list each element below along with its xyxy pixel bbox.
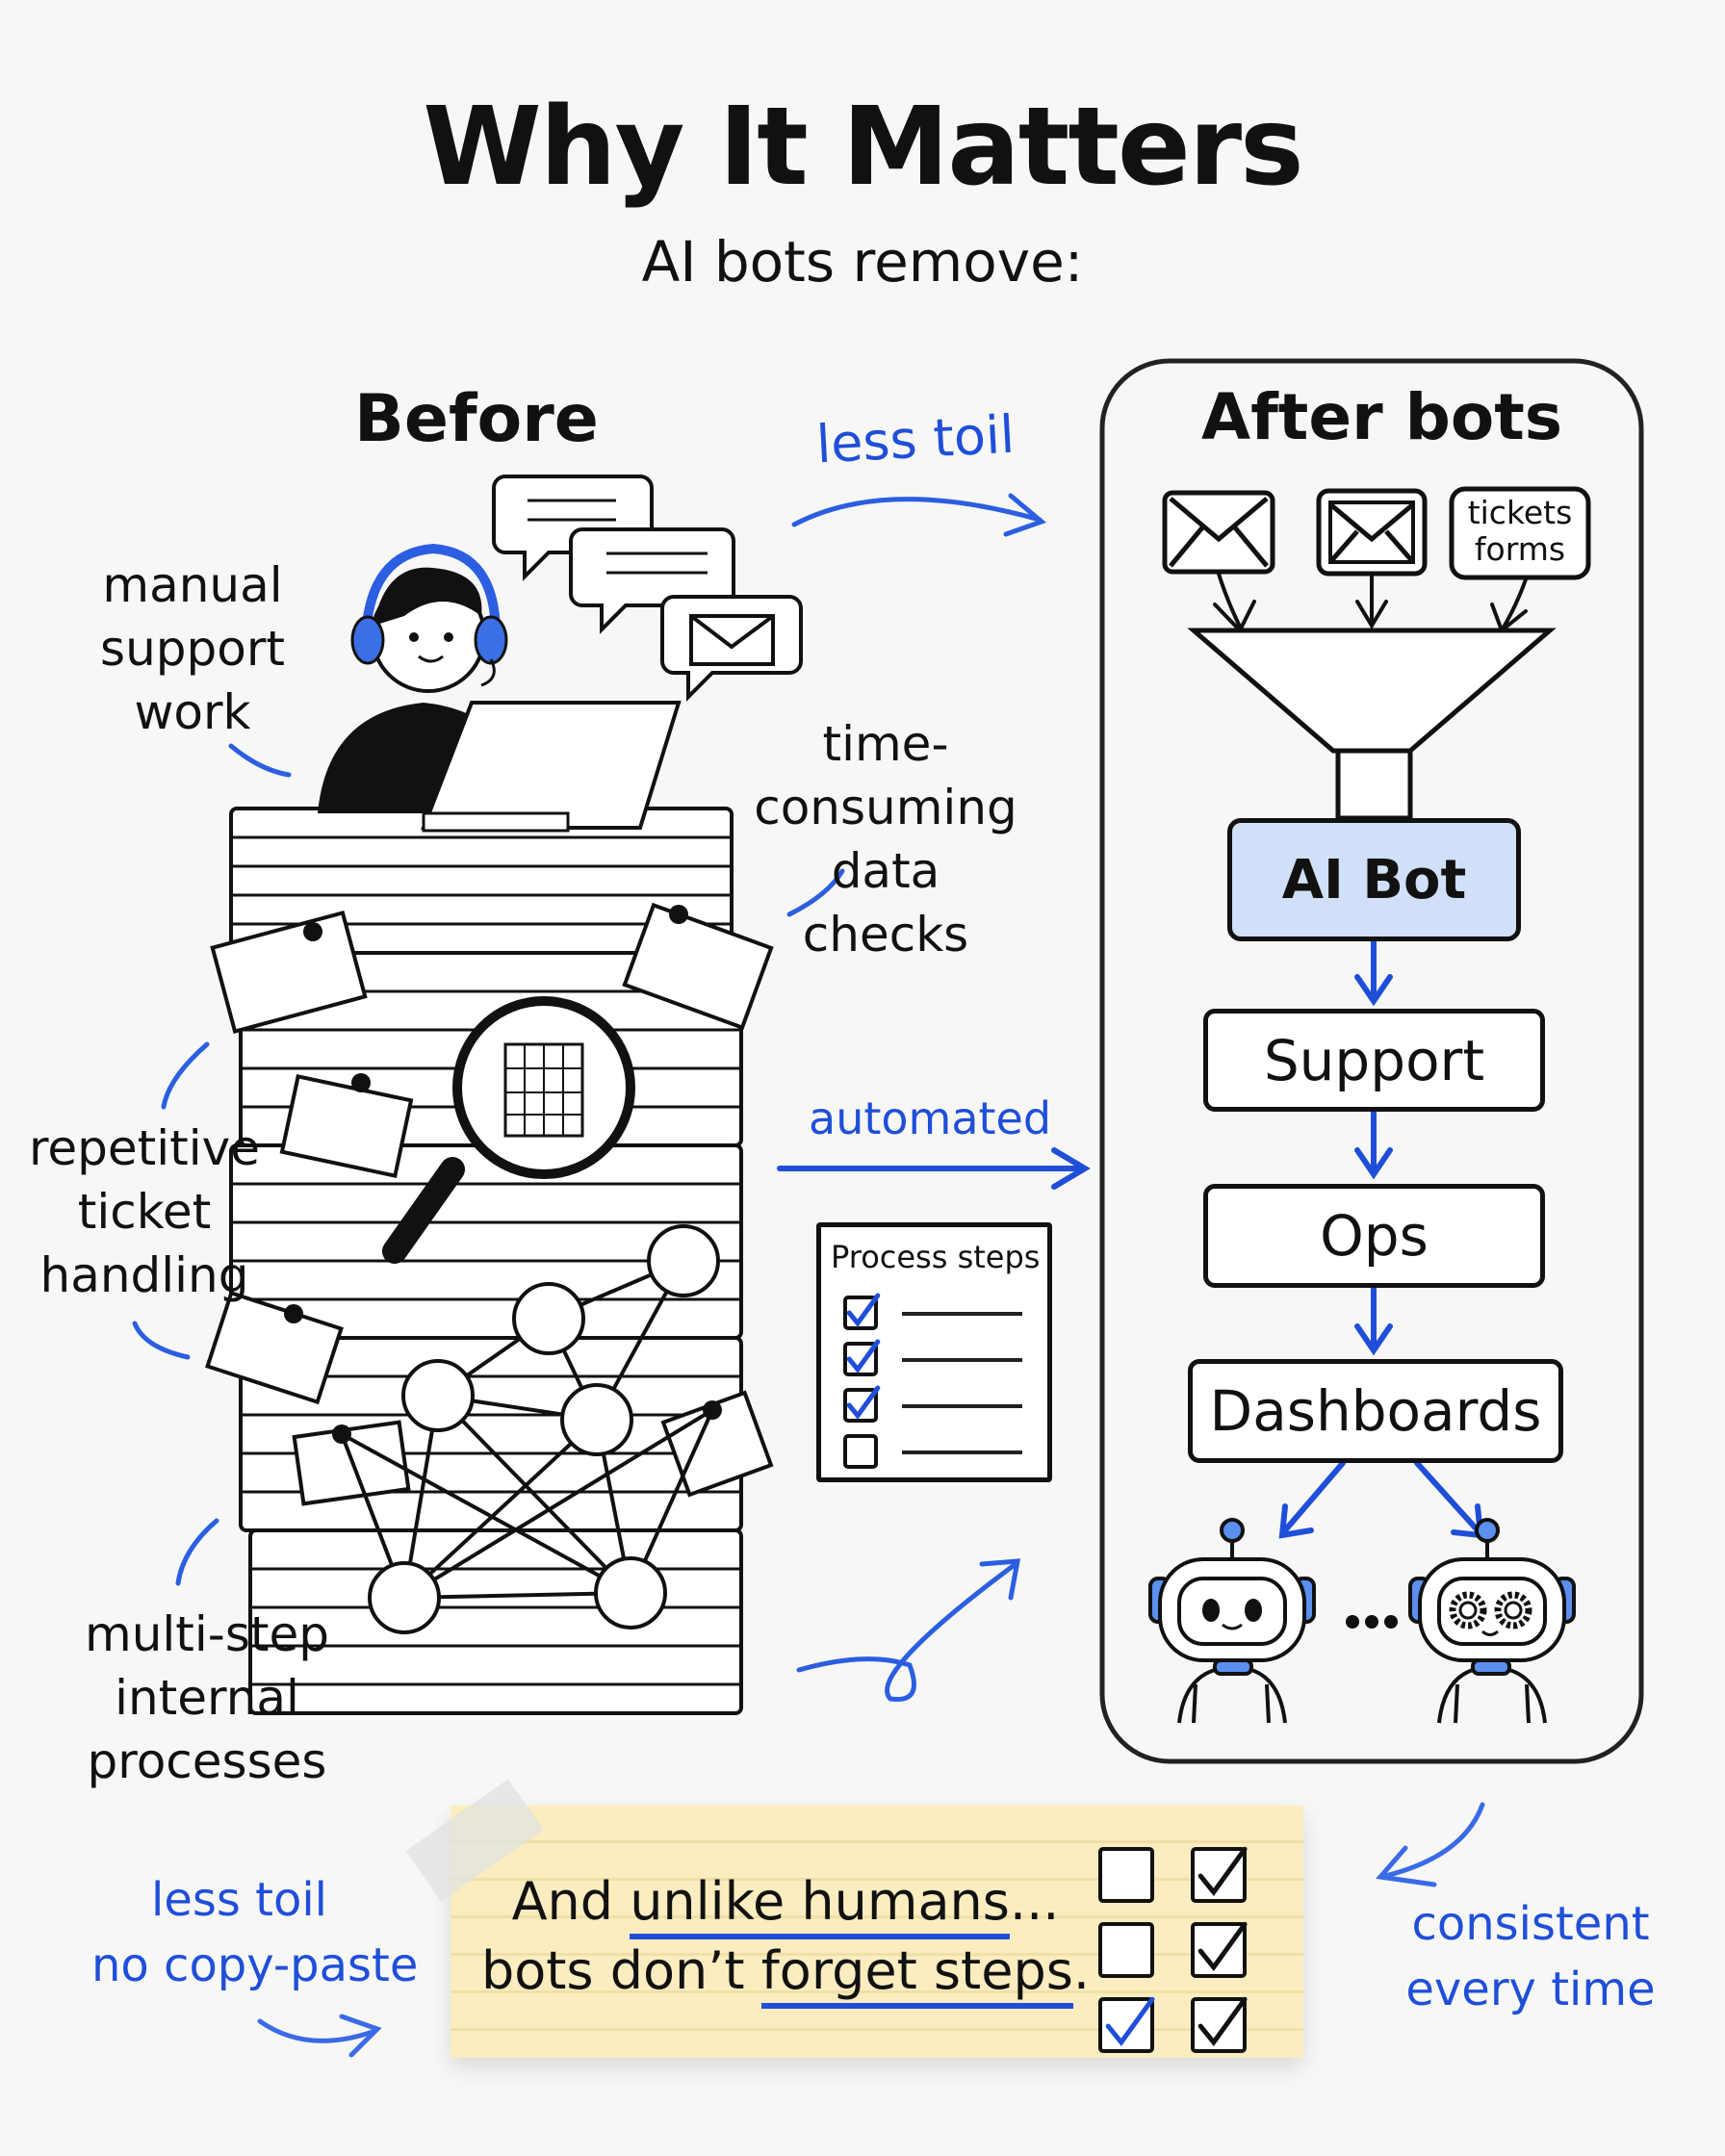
- robot-happy-icon: [1148, 1518, 1316, 1724]
- label-line: multi-step: [85, 1606, 329, 1662]
- checkbox-checked: [1191, 1846, 1248, 1903]
- label-line: support: [100, 621, 285, 677]
- checkbox-checked: [1191, 1921, 1248, 1978]
- loop-arrow-icon: [796, 1558, 1021, 1703]
- page-title: Why It Matters: [423, 85, 1303, 210]
- note-text: ...: [1009, 1871, 1060, 1932]
- checkbox-checked: [1098, 1996, 1155, 2053]
- side-note-line: less toil: [151, 1873, 327, 1927]
- after-panel: [1099, 358, 1644, 1764]
- sticky-note: [451, 1806, 1303, 2058]
- process-step-row: [842, 1383, 1022, 1429]
- note-text: .: [1072, 1940, 1091, 2001]
- label-manual-support-work: manual support work: [87, 553, 298, 744]
- process-step-row: [842, 1291, 1022, 1337]
- after-heading: After bots: [1201, 380, 1563, 454]
- label-repetitive-ticket-handling: repetitive ticket handling: [19, 1116, 270, 1307]
- envelope-icon: [689, 614, 775, 666]
- less-toil-arrow-icon: [791, 493, 1046, 537]
- note-line-2: bots don’t forget steps.: [477, 1937, 1094, 2009]
- process-step-row: [842, 1429, 1022, 1476]
- label-line: checks: [802, 907, 969, 962]
- side-note-line: no copy-paste: [91, 1938, 419, 1992]
- side-note-right: consistent every time: [1386, 1891, 1675, 2022]
- label-multistep-processes: multi-step internal processes: [72, 1603, 342, 1793]
- side-note-left: less toil no copy-paste: [91, 1867, 419, 1998]
- process-steps-card: Process steps: [816, 1222, 1052, 1482]
- note-text: And: [511, 1871, 631, 1932]
- note-underlined-text: unlike humans: [630, 1871, 1010, 1939]
- note-checkbox-row: [1097, 1993, 1249, 2068]
- flow-arrow-icon: [1278, 938, 1484, 1539]
- note-checkbox-row: [1097, 1918, 1249, 1993]
- label-line: tickets: [1467, 494, 1573, 531]
- sticky-note-text: And unlike humans... bots don’t forget s…: [477, 1867, 1094, 2009]
- checkbox-checked: [843, 1293, 881, 1330]
- step-line: [902, 1404, 1022, 1408]
- robot-gears-icon: [1408, 1518, 1576, 1724]
- page-subtitle: AI bots remove:: [641, 229, 1084, 295]
- automated-arrow-icon: [777, 1147, 1091, 1190]
- label-line: work: [134, 684, 251, 740]
- note-text: bots don’t: [480, 1940, 761, 2001]
- note-checkbox-row: [1097, 1843, 1249, 1918]
- checkbox-unchecked: [1098, 1922, 1154, 1978]
- support-agent-icon: [318, 543, 682, 833]
- process-step-row: [842, 1337, 1022, 1383]
- label-line: repetitive: [28, 1120, 261, 1176]
- checkbox-unchecked: [843, 1434, 878, 1469]
- flow-node-ops: Ops: [1203, 1184, 1545, 1288]
- automated-arrow-label: automated: [809, 1092, 1052, 1144]
- label-line: internal: [115, 1670, 299, 1726]
- side-note-line: every time: [1405, 1963, 1656, 2016]
- network-graph-icon: [340, 1224, 720, 1634]
- flow-node-support: Support: [1203, 1009, 1545, 1112]
- checkbox-checked: [843, 1385, 881, 1423]
- label-line: ticket: [77, 1184, 212, 1240]
- step-line: [902, 1312, 1022, 1316]
- checkbox-unchecked: [1098, 1847, 1154, 1903]
- funnel-icon: [1187, 628, 1557, 821]
- note-checkbox-grid: [1097, 1843, 1249, 2068]
- note-line-1: And unlike humans...: [477, 1867, 1094, 1939]
- process-steps-title: Process steps: [831, 1239, 1041, 1275]
- flow-node-ai-bot: AI Bot: [1227, 818, 1521, 941]
- flow-node-dashboards: Dashboards: [1188, 1359, 1563, 1463]
- tickets-forms-box: [1449, 486, 1591, 580]
- label-line: data: [831, 843, 940, 899]
- step-line: [902, 1358, 1022, 1362]
- ellipsis-dots: [1346, 1615, 1398, 1629]
- consistent-arrow-icon: [1376, 1802, 1485, 1887]
- before-heading: Before: [354, 381, 599, 457]
- label-line: time-consuming: [754, 716, 1017, 835]
- checkbox-checked: [1191, 1996, 1248, 2053]
- label-data-checks: time-consuming data checks: [693, 712, 1078, 966]
- label-line: handling: [39, 1247, 249, 1303]
- label-line: forms: [1474, 530, 1566, 568]
- less-toil-arrow-label: less toil: [814, 403, 1017, 475]
- input-arrow-icon: [1213, 572, 1528, 634]
- label-line: manual: [102, 557, 283, 613]
- note-underlined-text: forget steps: [760, 1940, 1073, 2009]
- email-input-icon: [1316, 488, 1428, 577]
- label-line: processes: [87, 1733, 327, 1789]
- step-line: [902, 1450, 1022, 1454]
- checkbox-checked: [843, 1339, 881, 1376]
- email-input-icon: [1162, 490, 1275, 575]
- magnifier-icon: [382, 996, 635, 1264]
- note-arrow-icon: [257, 2014, 382, 2058]
- tickets-forms-label: tickets forms: [1452, 495, 1588, 568]
- side-note-line: consistent: [1411, 1897, 1650, 1951]
- leader-line-icon: [132, 743, 845, 1586]
